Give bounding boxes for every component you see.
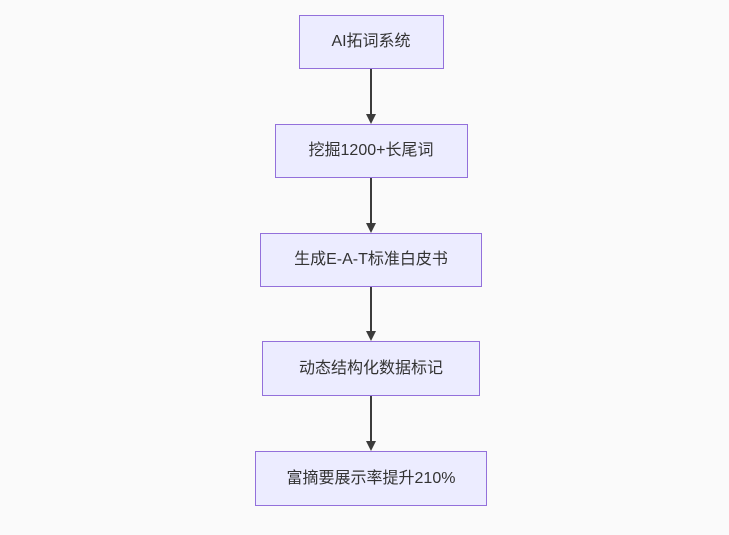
arrow-shaft — [370, 178, 372, 224]
flow-edge-4 — [365, 396, 377, 451]
flow-node-longtail-mining: 挖掘1200+长尾词 — [274, 124, 468, 178]
arrowhead-down-icon — [366, 114, 376, 124]
arrow-shaft — [370, 69, 372, 115]
flow-node-rich-snippet-rate: 富摘要展示率提升210% — [255, 451, 487, 506]
flow-node-label: 富摘要展示率提升210% — [286, 469, 456, 487]
flow-node-structured-data-markup: 动态结构化数据标记 — [262, 341, 480, 396]
flow-node-label: 动态结构化数据标记 — [298, 359, 443, 377]
arrow-shaft — [370, 396, 372, 442]
flow-node-ai-keyword-system: AI拓词系统 — [298, 15, 444, 69]
flow-node-label: AI拓词系统 — [331, 33, 411, 50]
arrowhead-down-icon — [366, 441, 376, 451]
arrow-shaft — [370, 287, 372, 332]
flow-node-eat-whitepaper: 生成E-A-T标准白皮书 — [260, 233, 482, 287]
arrowhead-down-icon — [366, 223, 376, 233]
flow-edge-3 — [365, 287, 377, 341]
flow-edge-1 — [365, 69, 377, 124]
flow-edge-2 — [365, 178, 377, 233]
flow-node-label: 挖掘1200+长尾词 — [308, 142, 434, 159]
flowchart: AI拓词系统 挖掘1200+长尾词 生成E-A-T标准白皮书 动态结构化数据标记 — [255, 15, 487, 506]
flow-node-label: 生成E-A-T标准白皮书 — [294, 251, 448, 268]
arrowhead-down-icon — [366, 331, 376, 341]
